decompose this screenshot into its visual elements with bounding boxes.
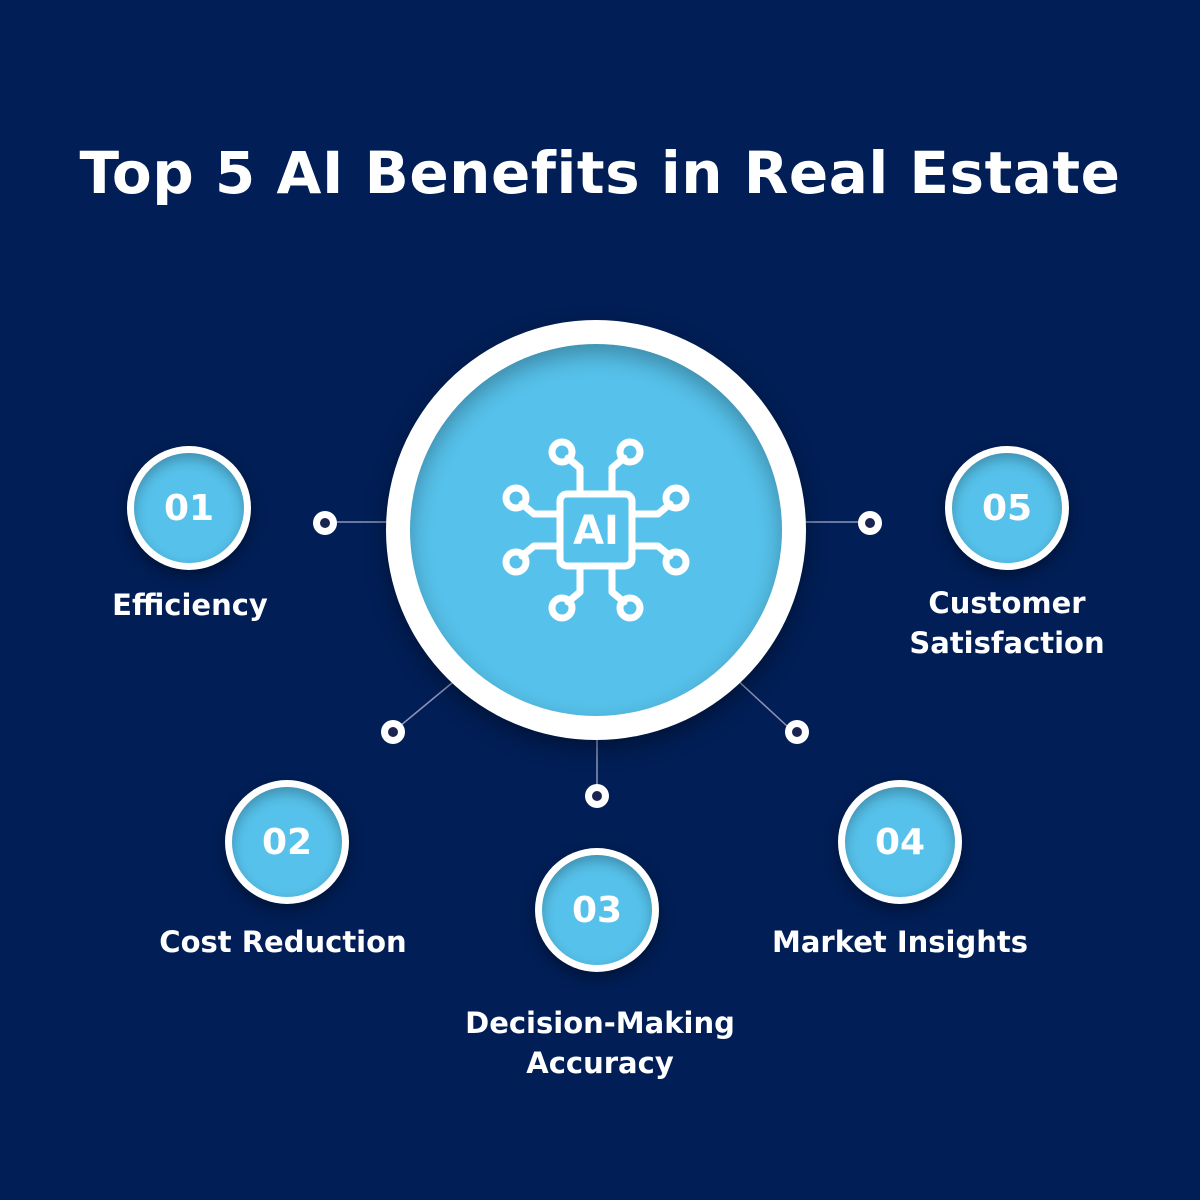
connector-dot-01 [313,511,337,535]
chip-label: AI [573,508,619,554]
benefit-number-01: 01 [134,453,244,563]
connector-dot-02 [381,720,405,744]
ai-chip-circuit-icon: AI [502,438,690,622]
page-title: Top 5 AI Benefits in Real Estate [79,139,1121,207]
benefit-circle-02: 02 [225,780,349,904]
benefit-label-03: Decision-Making Accuracy [465,1006,735,1080]
benefit-label-01: Efficiency [112,588,268,622]
benefit-number-03: 03 [542,855,652,965]
ai-hub-circle: AI [386,320,806,740]
benefit-number-05: 05 [952,453,1062,563]
ai-hub-inner: AI [410,344,782,716]
connector-dot-05 [858,511,882,535]
benefit-circle-01: 01 [127,446,251,570]
benefit-label-02: Cost Reduction [159,925,407,959]
benefit-circle-03: 03 [535,848,659,972]
connector-dot-03 [585,784,609,808]
connector-dot-04 [785,720,809,744]
benefit-label-04: Market Insights [771,925,1029,959]
benefit-circle-05: 05 [945,446,1069,570]
benefit-circle-04: 04 [838,780,962,904]
benefit-number-04: 04 [845,787,955,897]
benefit-label-05: Customer Satisfaction [909,586,1105,660]
benefit-number-02: 02 [232,787,342,897]
